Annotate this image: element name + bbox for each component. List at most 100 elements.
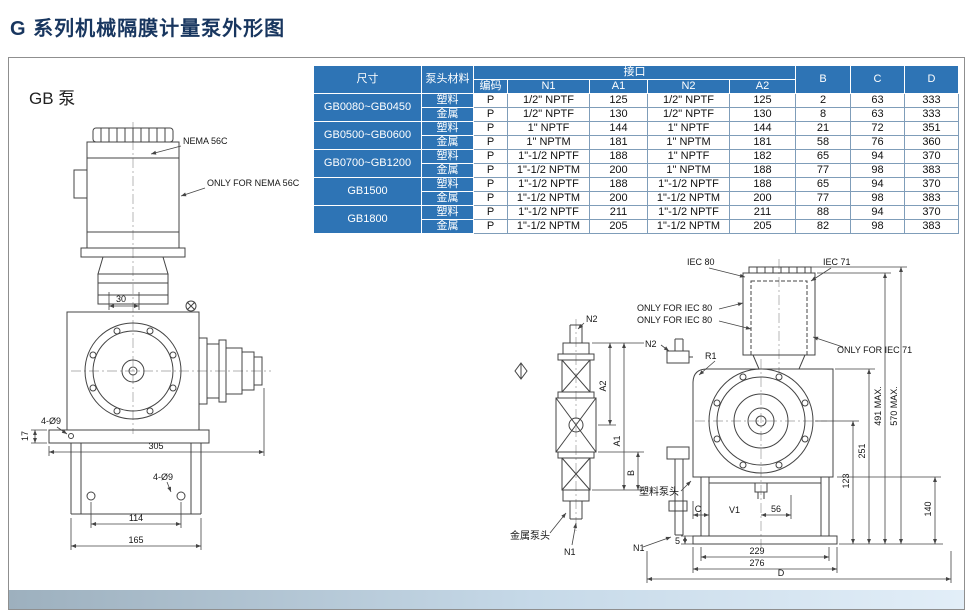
pump-side-outline	[666, 266, 838, 545]
b-cell: 77	[795, 163, 851, 178]
n1-cell: 1/2" NPTF	[507, 107, 590, 122]
dim-a1-label: A1	[612, 435, 622, 446]
material-cell: 塑料	[421, 177, 474, 192]
dim-56-label: 56	[771, 504, 781, 514]
material-cell: 塑料	[421, 205, 474, 220]
code-cell: P	[473, 177, 508, 192]
col-header-b: B	[795, 65, 851, 94]
a2-cell: 144	[729, 121, 796, 136]
a1-cell: 205	[589, 219, 648, 234]
c-cell: 98	[850, 191, 905, 206]
col-header-a2: A2	[729, 79, 796, 94]
c-cell: 94	[850, 177, 905, 192]
col-header-interface: 接口	[473, 65, 796, 80]
code-cell: P	[473, 135, 508, 150]
d-cell: 333	[904, 93, 959, 108]
table-row: GB1500 塑料 P 1"-1/2 NPTF 188 1"-1/2 NPTF …	[313, 177, 959, 206]
dim-229-label: 229	[749, 546, 764, 556]
n1-port-label: N1	[633, 543, 645, 553]
dim-165-label: 165	[128, 535, 143, 545]
code-cell: P	[473, 121, 508, 136]
drawing-panel: GB 泵 尺寸 泵头材料 接口 B C D 编码 N1 A1 N2 A2	[8, 57, 965, 610]
panel-label: GB 泵	[29, 89, 76, 108]
n2-cell: 1/2" NPTF	[647, 93, 730, 108]
c-cell: 98	[850, 219, 905, 234]
size-cell: GB0080~GB0450	[313, 93, 422, 122]
only-iec80-a-label: ONLY FOR IEC 80	[637, 303, 712, 313]
n1-cell: 1"-1/2 NPTM	[507, 219, 590, 234]
a2-cell: 181	[729, 135, 796, 150]
material-cell: 塑料	[421, 93, 474, 108]
d-cell: 383	[904, 219, 959, 234]
col-header-n1: N1	[507, 79, 590, 94]
v1-label: V1	[729, 505, 740, 515]
n1-port-label: N1	[564, 547, 576, 557]
side-view-drawing: IEC 80 IEC 71 ONLY FOR IEC 80 ONLY FOR I…	[633, 257, 952, 583]
r1-label: R1	[705, 351, 717, 361]
c-cell: 98	[850, 163, 905, 178]
col-header-a1: A1	[589, 79, 648, 94]
dim-251-label: 251	[857, 443, 867, 458]
a1-cell: 211	[589, 205, 648, 220]
c-cell: 76	[850, 135, 905, 150]
dim-114-label: 114	[129, 513, 143, 523]
dim-b-label: B	[626, 470, 636, 476]
n1-cell: 1" NPTF	[507, 121, 590, 136]
dim-570-max-label: 570 MAX.	[889, 386, 899, 426]
header-row: 编码 N1 A1 N2 A2	[314, 79, 959, 94]
table-row: 金属 P 1" NPTM 181 1" NPTM 181 58 76 360	[314, 135, 959, 150]
n1-cell: 1"-1/2 NPTM	[507, 163, 590, 178]
only-iec71-label: ONLY FOR IEC 71	[837, 345, 912, 355]
front-view-labels: NEMA 56C ONLY FOR NEMA 56C 30 17 4-Ø9 30…	[20, 136, 300, 545]
nema-label: NEMA 56C	[183, 136, 228, 146]
material-cell: 金属	[421, 163, 474, 178]
a1-cell: 188	[589, 149, 648, 164]
material-cell: 金属	[421, 135, 474, 150]
d-cell: 360	[904, 135, 959, 150]
n1-cell: 1/2" NPTF	[507, 93, 590, 108]
a2-cell: 205	[729, 219, 796, 234]
c-cell: 94	[850, 205, 905, 220]
col-header-n2: N2	[647, 79, 730, 94]
only-nema-label: ONLY FOR NEMA 56C	[207, 178, 300, 188]
dim-30-label: 30	[116, 294, 126, 304]
dim-a2-label: A2	[598, 380, 608, 391]
only-iec80-b-label: ONLY FOR IEC 80	[637, 315, 712, 325]
a2-cell: 200	[729, 191, 796, 206]
pump-front-outline	[48, 127, 263, 515]
code-cell: P	[473, 205, 508, 220]
c-cell: 72	[850, 121, 905, 136]
valve-outline	[514, 324, 597, 520]
b-cell: 77	[795, 191, 851, 206]
front-view-drawing: NEMA 56C ONLY FOR NEMA 56C 30 17 4-Ø9 30…	[20, 122, 300, 550]
dim-140-label: 140	[923, 501, 933, 516]
n2-cell: 1" NPTM	[647, 135, 730, 150]
size-cell: GB0500~GB0600	[313, 121, 422, 150]
n2-cell: 1" NPTM	[647, 163, 730, 178]
col-header-size: 尺寸	[313, 65, 422, 94]
n2-cell: 1" NPTF	[647, 121, 730, 136]
a1-cell: 144	[589, 121, 648, 136]
col-header-code: 编码	[473, 79, 508, 94]
a1-cell: 200	[589, 163, 648, 178]
n2-cell: 1"-1/2 NPTF	[647, 177, 730, 192]
table-row: GB1800 塑料 P 1"-1/2 NPTF 211 1"-1/2 NPTF …	[313, 205, 959, 234]
size-cell: GB1800	[313, 205, 422, 234]
col-header-c: C	[850, 65, 905, 94]
n1-cell: 1"-1/2 NPTM	[507, 191, 590, 206]
iec80-label: IEC 80	[687, 257, 715, 267]
material-cell: 金属	[421, 219, 474, 234]
n1-cell: 1"-1/2 NPTF	[507, 177, 590, 192]
b-cell: 65	[795, 177, 851, 192]
dim-123-label: 123	[841, 473, 851, 488]
a2-cell: 125	[729, 93, 796, 108]
a1-cell: 130	[589, 107, 648, 122]
page-title: G 系列机械隔膜计量泵外形图	[10, 18, 286, 40]
table-row: 金属 P 1"-1/2 NPTM 205 1"-1/2 NPTM 205 82 …	[314, 219, 959, 234]
material-cell: 塑料	[421, 121, 474, 136]
b-cell: 82	[795, 219, 851, 234]
size-cell: GB1500	[313, 177, 422, 206]
n1-cell: 1"-1/2 NPTF	[507, 149, 590, 164]
material-cell: 金属	[421, 191, 474, 206]
d-cell: 383	[904, 163, 959, 178]
